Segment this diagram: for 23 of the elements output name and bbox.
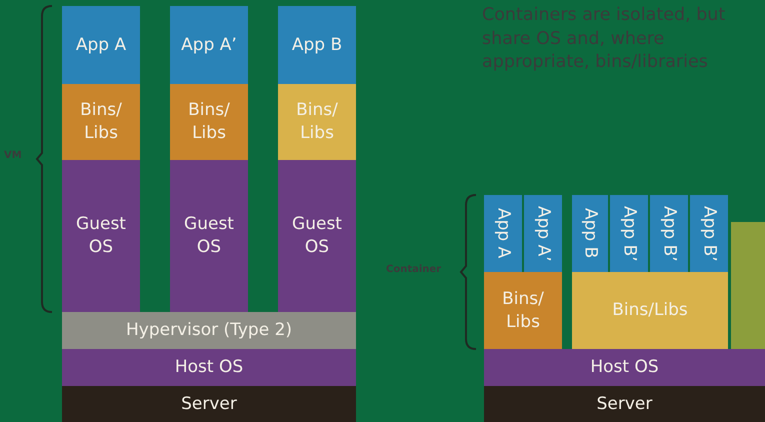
bins-libs-block: Bins/ Libs — [278, 84, 356, 160]
guest-os-block: Guest OS — [170, 160, 248, 312]
app-block: App B’ — [610, 195, 648, 272]
bins-libs-block: Bins/Libs — [572, 272, 728, 349]
server-layer: Server — [62, 386, 356, 422]
server-layer: Server — [484, 386, 765, 422]
bins-libs-block: Bins/ Libs — [170, 84, 248, 160]
app-block: App B — [278, 6, 356, 84]
guest-os-block: Guest OS — [62, 160, 140, 312]
app-block: App A — [62, 6, 140, 84]
bins-libs-block: Bins/ Libs — [62, 84, 140, 160]
engine-block — [731, 222, 765, 349]
app-block: App A’ — [524, 195, 562, 272]
hypervisor-layer: Hypervisor (Type 2) — [62, 312, 356, 349]
host-os-layer: Host OS — [484, 349, 765, 386]
app-block: App B’ — [650, 195, 688, 272]
app-block: App B’ — [690, 195, 728, 272]
host-os-layer: Host OS — [62, 349, 356, 386]
guest-os-block: Guest OS — [278, 160, 356, 312]
app-block: App B — [572, 195, 608, 272]
bins-libs-block: Bins/ Libs — [484, 272, 562, 349]
app-block: App A — [484, 195, 522, 272]
app-block: App A’ — [170, 6, 248, 84]
